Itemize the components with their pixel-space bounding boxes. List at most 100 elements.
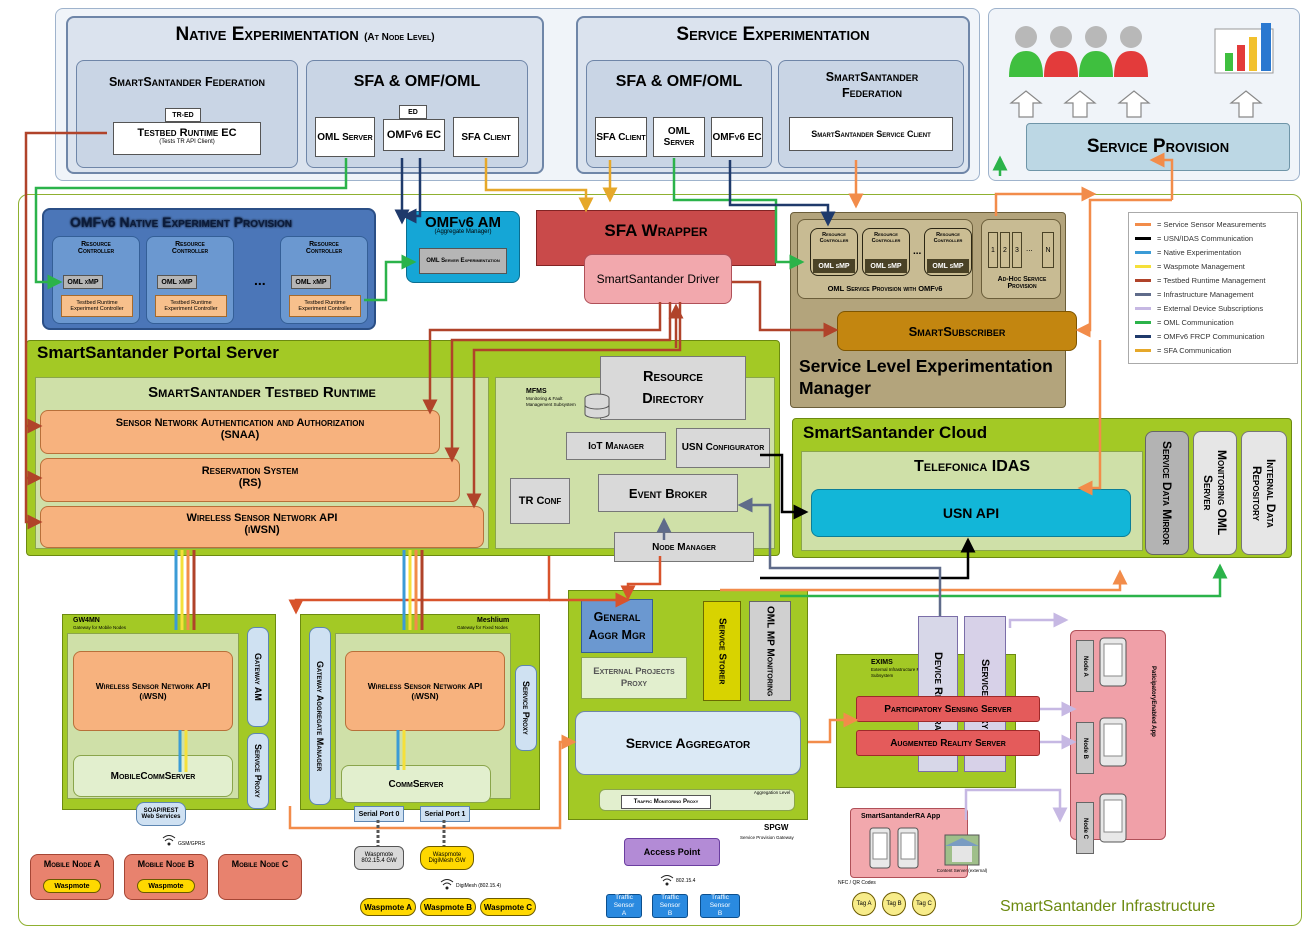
commserver: CommServer [341,765,491,803]
content-server-label: Content Server (external) [936,868,988,873]
gw4mn-iwsn-abbrev: (iWSN) [139,691,167,701]
wireless-icon-digimesh [440,879,454,890]
content-server-image [944,834,980,866]
native-exp-title: Native Experimentation [175,24,359,45]
native-oml-server: OML Server [315,117,375,157]
idas-title: Telefonica IDAS [913,458,1030,475]
ts-b-label: Traffic Sensor [659,894,681,909]
smartsantander-driver: SmartSantander Driver [584,254,732,304]
rc-label-1: Resource Controller [77,241,115,255]
legend-item: = Service Sensor Measurements [1135,217,1291,231]
mirror-label: Service Data Mirror [1160,440,1174,545]
snaa-abbrev: (SNAA) [220,429,260,441]
legend-label: = Waspmote Management [1157,261,1245,271]
service-omf-ec: OMFv6 EC [711,117,763,157]
iwsn-label: Wireless Sensor Network API [186,512,338,524]
rc-box-3: Resource Controller OML xMP Testbed Runt… [280,236,368,324]
users-icon [1009,26,1148,77]
tr-ec-label: Testbed Runtime EC [137,127,237,139]
omf-native-title: OMFv6 Native Experiment Provision [70,214,292,230]
gw4mn-title: GW4MN [73,617,100,624]
spgw-title: SPGW [764,823,789,832]
mna-label: Mobile Node A [43,859,101,869]
service-sfa-client: SFA Client [595,117,647,157]
rc-box-2: Resource Controller OML xMP Testbed Runt… [146,236,234,324]
native-sfa-client: SFA Client [453,117,519,157]
oml-service-provision-box: Resource Controller OML sMP Resource Con… [797,219,973,299]
meshlium-gam-label: Gateway Aggregate Manager [315,660,325,772]
slem-rc-2: Resource Controller OML sMP [862,228,910,276]
service-sfa-box: SFA & OMF/OML SFA Client OML Server OMFv… [586,60,772,168]
spgw-sub: Service Provision Gateway [740,835,794,840]
gw4mn-gateway-am: Gateway AM [247,627,269,727]
mnb-waspmote: Waspmote [137,879,195,893]
spgw-panel: General Aggr Mgr Service Storer OML MP M… [568,590,808,820]
iot-manager: IoT Manager [566,432,666,460]
chart-icon [1214,23,1274,74]
cloud-title: SmartSantander Cloud [803,423,988,442]
oml-xmp-3: OML xMP [291,275,331,289]
internal-data-repository: Internal Data Repository [1241,431,1287,555]
node-c: Node C [1076,802,1094,854]
tag-b: Tag B [882,892,906,916]
slem-title: Service Level Experimentation Manager [799,356,1053,398]
augmented-reality-server: Augmented Reality Server [856,730,1040,756]
legend-label: = OML Communication [1157,317,1234,327]
service-provision-box: Service Provision [1026,123,1290,171]
adhoc-slot-2: 2 [1000,232,1010,268]
wireless-icon-ap [660,875,674,886]
oml-mp-monitoring: OML MP Monitoring [749,601,791,701]
slem-rc-label-1: Resource Controller [819,232,849,244]
rs-label: Reservation System [201,465,299,477]
slem-rc-label-2: Resource Controller [871,232,901,244]
waspmote-b: Waspmote B [420,898,476,916]
usn-api: USN API [811,489,1131,537]
legend-item: = OMFv6 FRCP Communication [1135,329,1291,343]
resource-directory: Resource Directory [600,356,746,420]
service-storer-label: Service Storer [716,617,728,685]
mna-waspmote: Waspmote [43,879,101,893]
oml-xmp-1: OML xMP [63,275,103,289]
ts-c-letter: B [717,910,723,917]
snaa-label: Sensor Network Authentication and Author… [115,417,365,429]
pad-label: PaticipatoryEnabled App [1141,641,1165,761]
omf-native-ellipsis: ... [254,272,266,288]
meshlium-service-proxy: Service Proxy [515,665,537,751]
sfa-wrapper-title: SFA Wrapper [604,221,708,240]
node-manager: Node Manager [614,532,754,562]
gw4mn-sub: Gateway for Mobile Nodes [73,625,127,630]
mfms-sub: Monitoring & Fault Management Subsystem [526,396,576,407]
snaa-box: Sensor Network Authentication and Author… [40,410,440,454]
ts-c-label: Traffic Sensor [709,894,731,909]
gw4mn-service-proxy: Service Proxy [247,733,269,809]
gw4mn-panel: GW4MN Gateway for Mobile Nodes Wireless … [62,614,276,810]
waspmote-c: Waspmote C [480,898,536,916]
adhoc-label: Ad-Hoc Service Provision [997,276,1047,290]
portal-title: SmartSantander Portal Server [37,343,279,362]
iwsn-box: Wireless Sensor Network API (iWSN) [40,506,484,548]
gw4mn-iwsn: Wireless Sensor Network API (iWSN) [73,651,233,731]
native-exp-subtitle: (At Node Level) [364,32,435,43]
meshlium-title: Meshlium [477,617,510,624]
external-projects-proxy: External Projects Proxy [581,657,687,699]
legend-label: = Native Experimentation [1157,247,1242,257]
oml-service-provision-label: OML Service Provision with OMFv6 [827,284,943,293]
legend-line [1135,348,1151,352]
legend-label: = Service Sensor Measurements [1157,219,1267,229]
exims-sub: External Infrastructure Management Subsy… [871,667,943,678]
omf-am-sub: (Aggregate Manager) [434,229,492,235]
tec-1: Testbed Runtime Experiment Controller [61,295,133,317]
rc-label-2: Resource Controller [171,241,209,255]
waspmote-gw-2: Waspmote DigiMesh GW [420,846,474,870]
legend-item: = Native Experimentation [1135,245,1291,259]
gw4mn-gam-label: Gateway AM [253,653,263,701]
gam-label: General Aggr Mgr [588,610,646,642]
iwsn-abbrev: (iWSN) [244,524,280,536]
waspmote-a: Waspmote A [360,898,416,916]
monitoring-oml-server: Monitoring OML Server [1193,431,1237,555]
wireless-icon-gsm [162,835,176,846]
service-federation-box: SmartSantander Federation SmartSantander… [778,60,964,168]
omf-am-panel: OMFv6 AM (Aggregate Manager) OML Server … [406,211,520,283]
testbed-runtime-ec-box: Testbed Runtime EC (Tests TR API Client) [113,122,261,155]
